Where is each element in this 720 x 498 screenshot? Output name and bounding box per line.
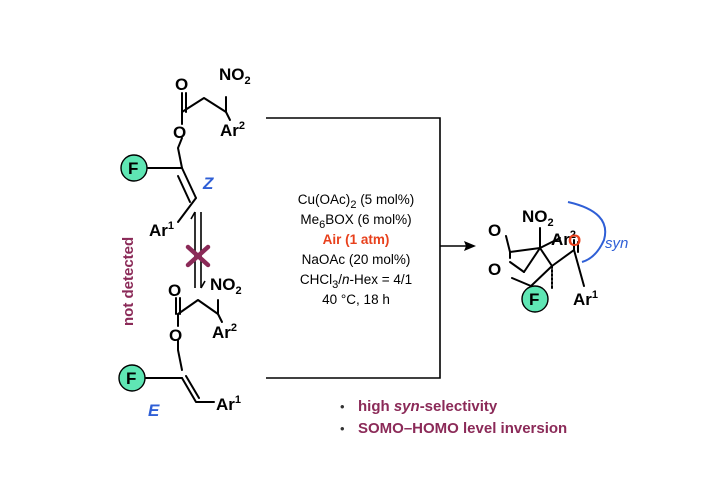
temperature-time: 40 °C, 18 h [322, 292, 390, 307]
ketone-o: O [568, 231, 581, 250]
fluorine-label: F [126, 369, 136, 388]
fluorine-circle [521, 285, 549, 313]
lactone-ring-bond [505, 235, 541, 253]
syn-label: syn [605, 235, 628, 252]
ar1-label: Ar1 [573, 289, 598, 309]
ar2-label: Ar2 [212, 322, 237, 342]
highlight-syn-selectivity: high syn-selectivity [358, 398, 498, 415]
ligand: Me6BOX (6 mol%) [300, 212, 411, 231]
ar1-label: Ar1 [149, 220, 174, 240]
fluorine-circle [118, 364, 146, 392]
solvent: CHCl3/n-Hex = 4/1 [300, 272, 412, 291]
lactone-carbonyl-o: O [488, 221, 501, 240]
oxidant: Air (1 atm) [323, 232, 390, 247]
carbonyl-o: O [175, 75, 188, 94]
reaction-conditions: Cu(OAc)2 (5 mol%) Me6BOX (6 mol%) Air (1… [298, 192, 414, 307]
nitro-group: NO2 [522, 207, 554, 229]
oxymethylene-bond [177, 137, 183, 169]
ester-o: O [173, 123, 186, 142]
ar2-label: Ar2 [220, 120, 245, 140]
base: NaOAc (20 mol%) [302, 252, 411, 267]
bullet-icon: • [340, 399, 345, 414]
ring-o: O [488, 260, 501, 279]
highlights: • high syn-selectivity • SOMO–HOMO level… [340, 398, 567, 437]
nitro-group: NO2 [210, 275, 242, 297]
isomerization-arrows [185, 211, 211, 289]
product: O O NO2 Ar2 O F Ar1 syn [488, 201, 628, 313]
catalyst: Cu(OAc)2 (5 mol%) [298, 192, 414, 211]
fluorine-label: F [529, 290, 539, 309]
ar1-label: Ar1 [216, 394, 241, 414]
carbonyl-o: O [168, 281, 181, 300]
bullet-icon: • [340, 421, 345, 436]
blocked-cross-icon [185, 244, 211, 268]
ester-backbone-bond [181, 96, 227, 113]
fluorine-circle [120, 154, 148, 182]
e-geometry-label: E [148, 401, 160, 420]
syn-arc [567, 201, 607, 263]
ar2-label: Ar2 [551, 229, 576, 249]
ester-o: O [169, 326, 182, 345]
e-substrate: O O NO2 Ar2 F Ar1 E [118, 275, 242, 420]
not-detected-label: not detected [120, 237, 137, 326]
arrow-head-icon [464, 241, 476, 251]
fluorine-label: F [128, 159, 138, 178]
alkene-bond [181, 167, 197, 199]
reaction-arrow [266, 117, 476, 379]
highlight-somo-homo: SOMO–HOMO level inversion [358, 420, 567, 437]
nitro-group: NO2 [219, 65, 251, 87]
z-geometry-label: Z [202, 174, 214, 193]
z-substrate: O O NO2 Ar2 F Ar1 Z [120, 65, 251, 240]
